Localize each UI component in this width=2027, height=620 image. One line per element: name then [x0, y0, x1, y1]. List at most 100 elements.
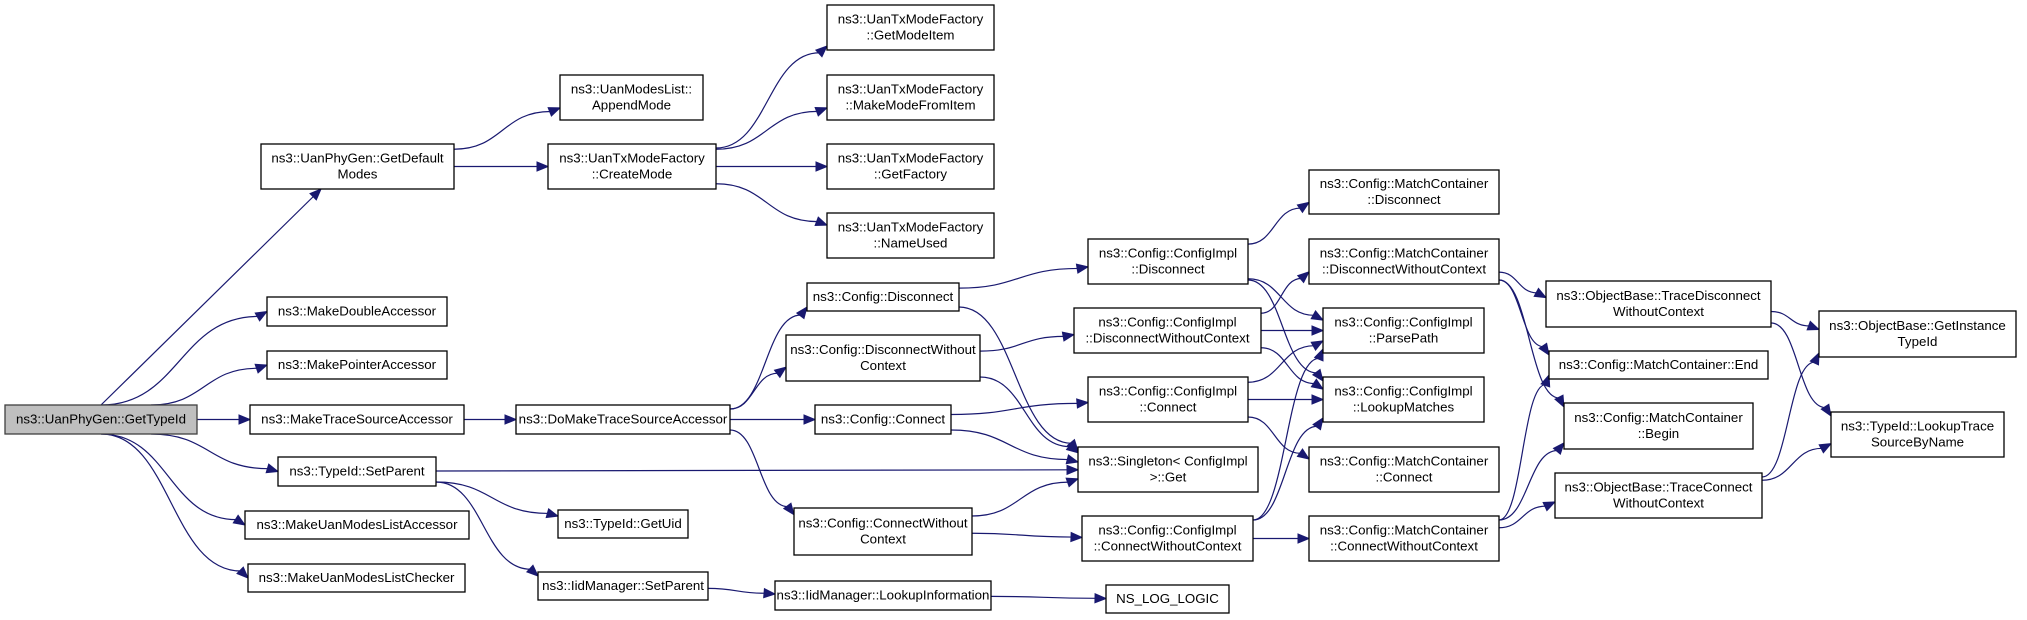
edge-maketracesourceaccessor-to-domaketracesourceaccessor: [464, 414, 518, 425]
edge-line: [1770, 322, 1826, 409]
edge-configimpl-connectwithoutcontext-to-lookupmatches: [1252, 416, 1324, 521]
edge-config-disconnect-to-configimpl-disconnect: [958, 263, 1090, 289]
edge-config-connect-to-singleton-get: [950, 429, 1080, 465]
arrowhead-icon: [1066, 464, 1080, 476]
node-label: ns3::Config::ConnectWithout: [798, 516, 968, 531]
node-singleton-get[interactable]: ns3::Singleton< ConfigImpl>::Get: [1077, 446, 1259, 493]
arrowhead-icon: [1070, 531, 1084, 543]
node-box: [247, 563, 466, 593]
edge-gettypeid-to-typeid-setparent: [150, 433, 280, 474]
edge-typeid-setparent-to-iidmanager-setparent: [435, 481, 539, 577]
node-mc-end[interactable]: ns3::Config::MatchContainer::End: [1548, 350, 1769, 380]
edge-config-connectwithoutcontext-to-singleton-get: [971, 477, 1080, 517]
node-makedoubleaccessor[interactable]: ns3::MakeDoubleAccessor: [266, 296, 448, 327]
edge-configimpl-connect-to-lookupmatches: [1247, 394, 1325, 405]
arrowhead-icon: [1806, 320, 1821, 331]
node-label: ns3::TypeId::GetUid: [564, 516, 682, 531]
node-configimpl-connect[interactable]: ns3::Config::ConfigImpl::Connect: [1087, 376, 1249, 423]
node-mc-connect[interactable]: ns3::Config::MatchContainer::Connect: [1308, 446, 1500, 493]
edge-createmode-to-getmodeitem: [715, 45, 828, 149]
arrowhead-icon: [1310, 310, 1325, 321]
node-box: [793, 507, 973, 556]
node-config-disconnectwithoutcontext[interactable]: ns3::Config::DisconnectWithoutContext: [785, 334, 981, 382]
node-label: ns3::ObjectBase::TraceDisconnect: [1556, 288, 1761, 303]
arrowhead-icon: [232, 514, 247, 526]
node-box: [1077, 446, 1259, 493]
node-createmode[interactable]: ns3::UanTxModeFactory::CreateMode: [547, 143, 717, 190]
edge-configimpl-connect-to-mc-connect: [1247, 416, 1311, 460]
node-getmodeitem[interactable]: ns3::UanTxModeFactory::GetModeItem: [826, 4, 995, 51]
node-config-connectwithoutcontext[interactable]: ns3::Config::ConnectWithoutContext: [793, 507, 973, 556]
node-typeid-setparent[interactable]: ns3::TypeId::SetParent: [277, 456, 437, 487]
node-ns-log-logic[interactable]: NS_LOG_LOGIC: [1105, 584, 1230, 614]
node-label: ::LookupMatches: [1353, 400, 1455, 415]
edge-mc-connectwithoutcontext-to-mc-end: [1498, 373, 1551, 521]
node-maketracesourceaccessor[interactable]: ns3::MakeTraceSourceAccessor: [249, 404, 465, 435]
edge-line: [1247, 416, 1301, 454]
arrowhead-icon: [1075, 263, 1090, 274]
node-box: [1548, 350, 1769, 380]
node-box: [277, 456, 437, 487]
node-config-disconnect[interactable]: ns3::Config::Disconnect: [806, 282, 960, 312]
node-makeuanmodeslistchecker[interactable]: ns3::MakeUanModesListChecker: [247, 563, 466, 593]
node-label: ns3::Config::MatchContainer::End: [1559, 357, 1759, 372]
nodes-layer: ns3::UanPhyGen::GetTypeId ns3::UanPhyGen:…: [4, 4, 2017, 614]
arrowhead-icon: [814, 45, 828, 58]
node-label: ::ConnectWithoutContext: [1094, 539, 1242, 554]
node-mc-disconnect[interactable]: ns3::Config::MatchContainer::Disconnect: [1308, 169, 1500, 215]
node-mc-begin[interactable]: ns3::Config::MatchContainer::Begin: [1563, 402, 1754, 450]
node-label: ns3::Config::MatchContainer: [1320, 176, 1489, 191]
node-nameused[interactable]: ns3::UanTxModeFactory::NameUsed: [826, 212, 995, 259]
edge-line: [1498, 449, 1558, 521]
edge-line: [990, 595, 1097, 599]
arrowhead-icon: [1540, 373, 1551, 388]
arrowhead-icon: [1061, 331, 1076, 342]
edge-gettypeid-to-makepointeraccessor: [150, 363, 269, 406]
node-label: ::Disconnect: [1367, 192, 1440, 207]
node-lookupmatches[interactable]: ns3::Config::ConfigImpl::LookupMatches: [1322, 376, 1485, 423]
node-label: ::Connect: [1376, 470, 1433, 485]
node-iidmanager-setparent[interactable]: ns3::IidManager::SetParent: [537, 571, 709, 601]
node-box: [559, 74, 704, 121]
node-config-connect[interactable]: ns3::Config::Connect: [814, 404, 952, 435]
node-typeid-getuid[interactable]: ns3::TypeId::GetUid: [557, 509, 689, 539]
edge-line: [1498, 279, 1560, 399]
edge-configimpl-connectwithoutcontext-to-parsepath: [1252, 347, 1324, 521]
edge-line: [453, 110, 551, 150]
node-traceconnectwithoutcontext[interactable]: ns3::ObjectBase::TraceConnectWithoutCont…: [1554, 472, 1763, 519]
node-label: Context: [860, 358, 906, 373]
arrowhead-icon: [1312, 416, 1324, 431]
node-mc-disconnectwithoutcontext[interactable]: ns3::Config::MatchContainer::DisconnectW…: [1308, 238, 1500, 285]
node-box: [774, 580, 992, 611]
node-appendmode[interactable]: ns3::UanModesList::AppendMode: [559, 74, 704, 121]
node-mc-connectwithoutcontext[interactable]: ns3::Config::MatchContainer::ConnectWith…: [1308, 515, 1500, 562]
node-parsepath[interactable]: ns3::Config::ConfigImpl::ParsePath: [1322, 307, 1485, 354]
node-tracedisconnectwithoutcontext[interactable]: ns3::ObjectBase::TraceDisconnectWithoutC…: [1545, 280, 1772, 328]
node-box: [806, 282, 960, 312]
node-makemodefromitem[interactable]: ns3::UanTxModeFactory::MakeModeFromItem: [826, 74, 995, 121]
node-configimpl-disconnect[interactable]: ns3::Config::ConfigImpl::Disconnect: [1087, 238, 1249, 285]
edge-mc-disconnectwithoutcontext-to-mc-end: [1498, 279, 1550, 357]
node-configimpl-connectwithoutcontext[interactable]: ns3::Config::ConfigImpl::ConnectWithoutC…: [1081, 515, 1254, 562]
node-getfactory[interactable]: ns3::UanTxModeFactory::GetFactory: [826, 143, 995, 190]
node-makeuanmodeslistaccessor[interactable]: ns3::MakeUanModesListAccessor: [244, 510, 470, 540]
node-iidmanager-lookupinformation[interactable]: ns3::IidManager::LookupInformation: [774, 580, 992, 611]
node-domaketracesourceaccessor[interactable]: ns3::DoMakeTraceSourceAccessor: [515, 404, 731, 435]
node-configimpl-disconnectwithoutcontext[interactable]: ns3::Config::ConfigImpl::DisconnectWitho…: [1073, 307, 1262, 354]
edge-gettypeid-to-makedoubleaccessor: [100, 310, 269, 406]
node-box: [1322, 376, 1485, 423]
node-makepointeraccessor[interactable]: ns3::MakePointerAccessor: [266, 350, 448, 380]
node-label: ns3::IidManager::LookupInformation: [777, 588, 990, 603]
edge-line: [971, 481, 1069, 517]
arrowhead-icon: [782, 502, 795, 516]
node-label: ns3::DoMakeTraceSourceAccessor: [519, 412, 728, 427]
node-gettypeid[interactable]: ns3::UanPhyGen::GetTypeId: [4, 404, 198, 435]
arrowhead-icon: [1065, 454, 1080, 465]
arrowhead-icon: [1311, 368, 1324, 383]
edge-domaketracesourceaccessor-to-config-disconnect: [729, 305, 808, 410]
arrowhead-icon: [1297, 533, 1311, 544]
edge-config-connect-to-configimpl-connect: [950, 398, 1090, 416]
